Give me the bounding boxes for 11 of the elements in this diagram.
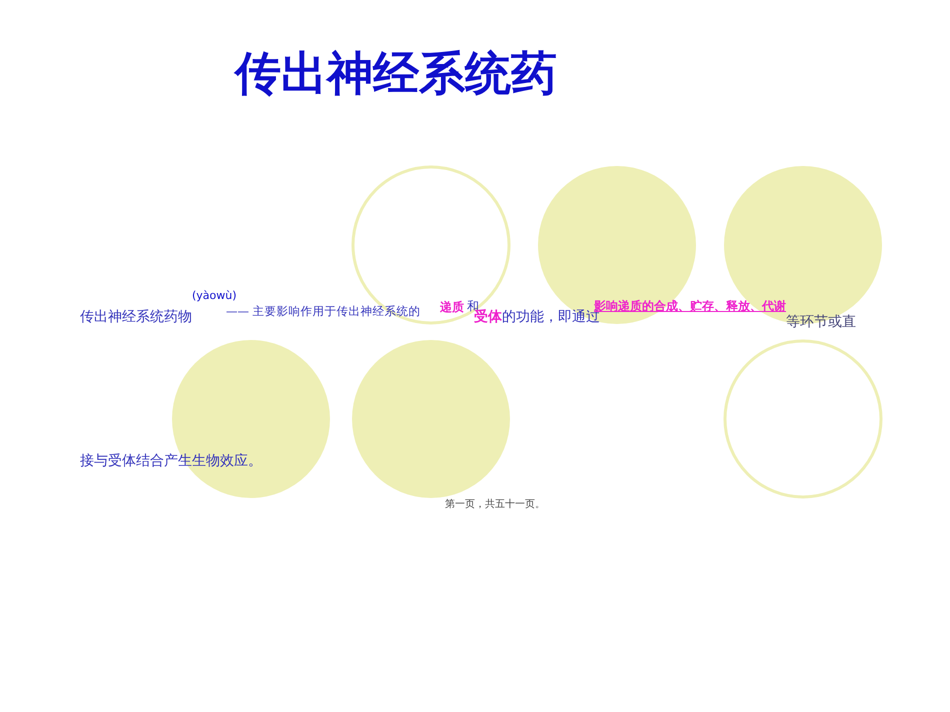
highlighted-term: 递质 — [440, 301, 464, 314]
page-footer: 第一页，共五十一页。 — [445, 499, 545, 510]
pinyin-annotation: (yàowù) — [192, 290, 237, 302]
definition-text: —— 主要影响作用于传出神经系统的 — [226, 305, 421, 318]
highlighted-phrase: 影响递质的合成、贮存、释放、代谢 — [594, 300, 786, 313]
definition-text: 接与受体结合产生生物效应。 — [80, 454, 262, 470]
definition-text: 等环节或直 — [786, 315, 856, 330]
term: 传出神经系统药物 — [80, 310, 192, 326]
highlighted-term: 受体 — [474, 310, 502, 326]
definition-text: 的功能，即通过 — [502, 310, 600, 326]
title: 传出神经系统药 — [235, 48, 557, 99]
